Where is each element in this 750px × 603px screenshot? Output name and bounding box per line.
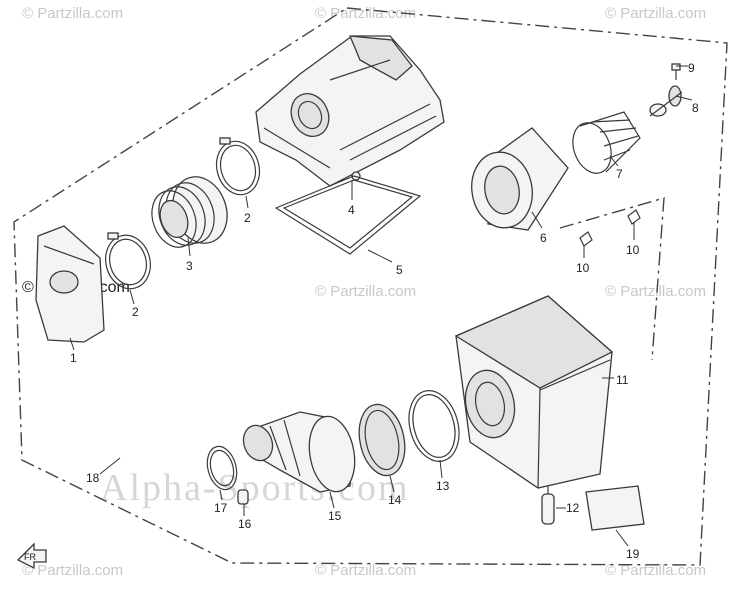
front-arrow-label: FR	[24, 552, 36, 562]
assembly-boundary	[13, 7, 728, 566]
filter-cage	[572, 111, 641, 174]
watermark: © Partzilla.com	[22, 562, 123, 579]
clamp	[215, 137, 261, 196]
callout-2: 2	[132, 305, 139, 319]
callout-10: 10	[576, 261, 590, 275]
callout-14: 14	[388, 493, 402, 507]
callout-15: 15	[328, 509, 342, 523]
lid-gasket	[274, 175, 422, 255]
callout-18: 18	[86, 471, 100, 485]
callout-11: 11	[616, 373, 629, 387]
intake-cover	[35, 225, 105, 343]
air-box-body	[454, 295, 614, 489]
watermark: © Partzilla.com	[22, 5, 123, 22]
callout-2: 2	[244, 211, 251, 225]
callout-7: 7	[616, 167, 623, 181]
watermark: © Partzilla.com	[315, 562, 416, 579]
air-filter-element	[471, 127, 569, 231]
callout-13: 13	[436, 479, 450, 493]
mesh-screen	[358, 403, 406, 477]
intake-hose	[151, 176, 228, 248]
callout-6: 6	[540, 231, 547, 245]
callout-5: 5	[396, 263, 403, 277]
bracket	[649, 85, 683, 117]
callout-12: 12	[566, 501, 580, 515]
clamp	[105, 232, 151, 290]
intake-duct	[242, 411, 356, 493]
fitting	[237, 489, 249, 505]
watermark-alpha: Alpha-Sports.com	[100, 467, 410, 509]
leader-lines	[69, 65, 693, 547]
watermark: © Partzilla.com	[315, 5, 416, 22]
screw	[671, 63, 681, 80]
callout-3: 3	[186, 259, 193, 273]
callout-4: 4	[348, 203, 355, 217]
callout-10: 10	[626, 243, 640, 257]
watermark: © Partzilla.com	[605, 283, 706, 300]
watermark: © Partzilla.com	[605, 562, 706, 579]
subassembly-boundary	[559, 197, 665, 361]
callout-8: 8	[692, 101, 699, 115]
air-box-lid	[255, 35, 445, 187]
watermark: © Partzilla.com	[605, 5, 706, 22]
callout-16: 16	[238, 517, 252, 531]
drain-plug	[541, 486, 555, 525]
clamp	[408, 390, 460, 462]
clip	[627, 209, 641, 225]
label-sticker	[585, 485, 645, 531]
watermark: © Partzilla.com	[315, 283, 416, 300]
callout-19: 19	[626, 547, 640, 561]
clamp	[206, 445, 238, 491]
callout-9: 9	[688, 61, 695, 75]
clip	[579, 231, 593, 247]
callout-1: 1	[70, 351, 77, 365]
front-arrow-icon	[16, 542, 47, 570]
callout-17: 17	[214, 501, 228, 515]
